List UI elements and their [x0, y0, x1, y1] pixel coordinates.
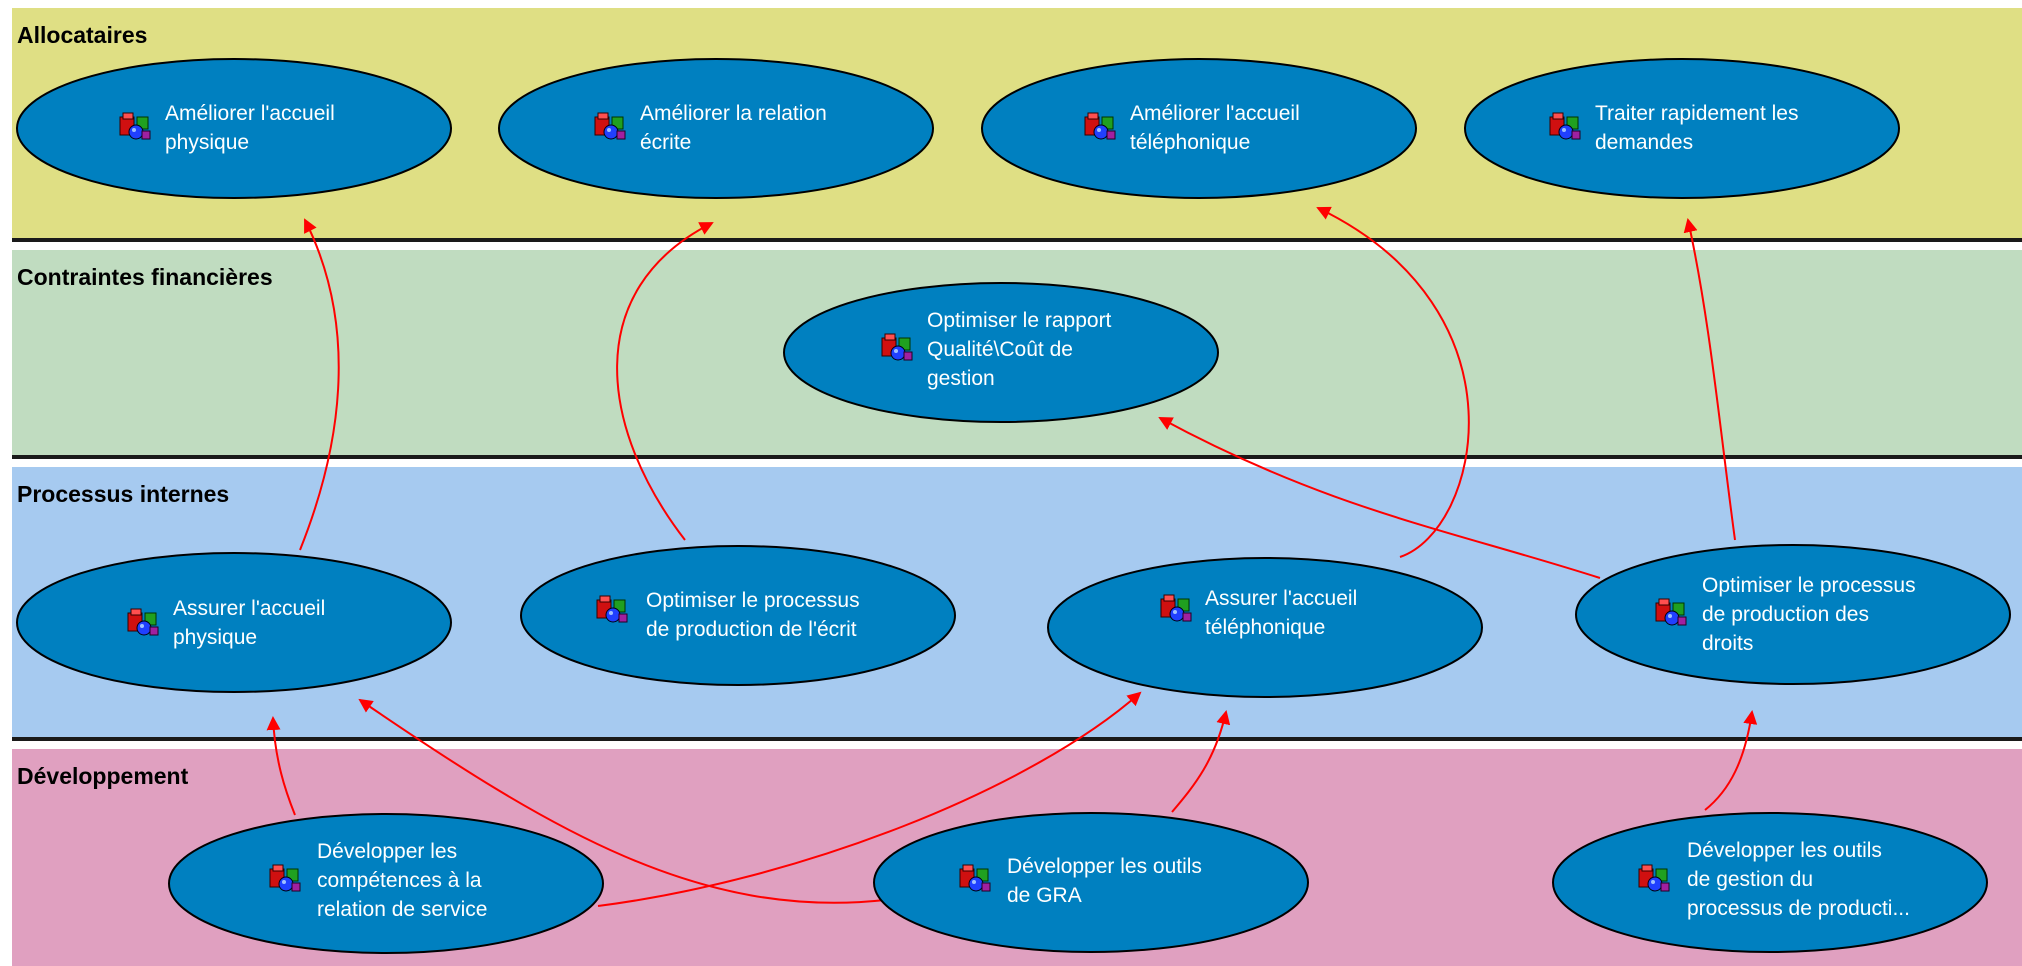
link-assurer-tel-to-ameliorer-tel[interactable]: [1316, 206, 1470, 558]
objective-assurer-accueil-physique[interactable]: Assurer l'accueil physique: [15, 551, 453, 694]
objective-ameliorer-accueil-physique[interactable]: Améliorer l'accueil physique: [15, 57, 453, 200]
objective-icon: [1083, 111, 1119, 143]
objective-label: Optimiser le rapport Qualité\Coût de ges…: [927, 309, 1112, 390]
link-optimiser-droits-to-rapport[interactable]: [1158, 417, 1601, 579]
objective-icon: [1654, 597, 1690, 629]
band-title: Contraintes financières: [17, 264, 273, 290]
objective-label: Optimiser le processus de production des…: [1702, 574, 1916, 655]
objective-icon: [1637, 863, 1673, 895]
objective-developper-outils-gra[interactable]: Développer les outils de GRA: [872, 811, 1310, 954]
objective-label: Développer les outils de gestion du proc…: [1687, 839, 1910, 920]
link-optimiser-droits-to-traiter[interactable]: [1683, 218, 1736, 541]
objective-label: Optimiser le processus de production de …: [646, 589, 860, 641]
objective-label: Améliorer l'accueil téléphonique: [1130, 102, 1300, 154]
band-divider: [12, 238, 2022, 242]
objective-optimiser-rapport-qualite-cout[interactable]: Optimiser le rapport Qualité\Coût de ges…: [782, 281, 1220, 424]
band-divider: [12, 455, 2022, 459]
band-title: Allocataires: [17, 22, 148, 48]
band-title: Développement: [17, 763, 189, 789]
link-gestion-to-optimiser-droits[interactable]: [1704, 710, 1758, 811]
objective-label: Assurer l'accueil physique: [173, 597, 326, 649]
objective-optimiser-processus-ecrit[interactable]: Optimiser le processus de production de …: [519, 544, 957, 687]
link-gra-to-assurer-tel[interactable]: [1171, 710, 1231, 813]
objective-icon: [595, 594, 631, 626]
objective-ameliorer-accueil-telephonique[interactable]: Améliorer l'accueil téléphonique: [980, 57, 1418, 200]
objective-label: Traiter rapidement les demandes: [1595, 102, 1799, 154]
objective-label: Améliorer la relation écrite: [640, 102, 827, 154]
objective-icon: [1159, 593, 1195, 625]
objective-icon: [593, 111, 629, 143]
objective-icon: [880, 332, 916, 364]
objective-icon: [118, 111, 154, 143]
link-optimiser-ecrit-to-ameliorer-ecrite[interactable]: [616, 222, 714, 541]
objective-label: Améliorer l'accueil physique: [165, 102, 335, 154]
link-competences-to-assurer-physique[interactable]: [266, 716, 296, 816]
objective-traiter-rapidement-demandes[interactable]: Traiter rapidement les demandes: [1463, 57, 1901, 200]
link-assurer-physique-to-ameliorer-physique[interactable]: [299, 218, 340, 551]
objective-icon: [268, 863, 304, 895]
objective-label: Développer les compétences à la relation…: [317, 840, 488, 921]
objective-label: Assurer l'accueil téléphonique: [1205, 587, 1358, 639]
band-divider: [12, 737, 2022, 741]
objective-icon: [958, 863, 994, 895]
band-title: Processus internes: [17, 481, 230, 507]
objective-developper-competences[interactable]: Développer les compétences à la relation…: [167, 812, 605, 955]
link-competences-to-assurer-tel[interactable]: [597, 691, 1142, 907]
objective-label: Développer les outils de GRA: [1007, 855, 1202, 907]
objective-developper-outils-gestion-processus[interactable]: Développer les outils de gestion du proc…: [1551, 811, 1989, 954]
objective-icon: [126, 607, 162, 639]
objective-assurer-accueil-telephonique[interactable]: Assurer l'accueil téléphonique: [1046, 556, 1484, 699]
objective-icon: [1548, 111, 1584, 143]
objective-ameliorer-relation-ecrite[interactable]: Améliorer la relation écrite: [497, 57, 935, 200]
objective-optimiser-processus-droits[interactable]: Optimiser le processus de production des…: [1574, 543, 2012, 686]
link-gra-to-assurer-physique[interactable]: [358, 698, 886, 904]
